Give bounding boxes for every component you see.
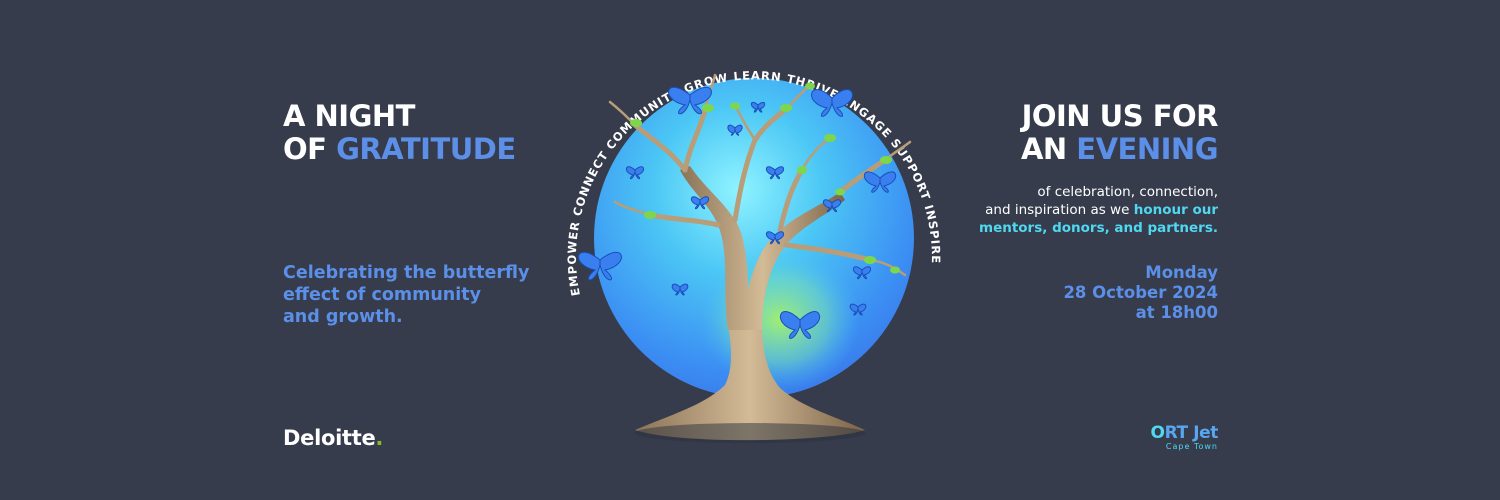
event-subtitle: Celebrating the butterfly effect of comm… bbox=[283, 262, 529, 328]
ort-jet-logo-main: ORT Jet bbox=[1151, 424, 1219, 442]
date-time: at 18h00 bbox=[1135, 303, 1218, 322]
desc-highlight: honour our bbox=[1133, 202, 1218, 218]
ort-logo-rest: RT Jet bbox=[1164, 423, 1219, 443]
deloitte-logo: Deloitte. bbox=[283, 426, 383, 450]
desc-line-2: and inspiration as we honour our bbox=[979, 201, 1218, 219]
title-accent-word: GRATITUDE bbox=[336, 132, 516, 166]
butterfly-icon bbox=[779, 311, 821, 339]
butterfly-icon bbox=[727, 124, 743, 136]
butterfly-icon bbox=[766, 231, 784, 245]
deloitte-logo-dot: . bbox=[375, 426, 384, 450]
butterfly-icon bbox=[811, 89, 853, 117]
butterflies bbox=[578, 86, 896, 339]
invite-heading: JOIN US FOR AN EVENING bbox=[1020, 99, 1219, 166]
subtitle-line: effect of community bbox=[283, 285, 482, 305]
heading-line-1: JOIN US FOR bbox=[1021, 99, 1219, 133]
ort-jet-logo: ORT Jet Cape Town bbox=[1151, 424, 1219, 451]
butterfly-icon bbox=[864, 171, 896, 193]
butterfly-icon bbox=[849, 303, 867, 316]
ort-logo-o: O bbox=[1150, 423, 1165, 443]
desc-line-3: mentors, donors, and partners. bbox=[979, 220, 1218, 236]
ort-jet-logo-sub: Cape Town bbox=[1165, 442, 1218, 451]
title-line-2-prefix: OF bbox=[283, 132, 337, 166]
butterfly-icon bbox=[578, 251, 622, 281]
butterfly-icon bbox=[691, 196, 709, 210]
butterfly-icon bbox=[626, 166, 644, 180]
title-line-1: A NIGHT bbox=[283, 99, 415, 133]
heading-accent-word: EVENING bbox=[1076, 132, 1218, 166]
butterfly-icon bbox=[668, 86, 712, 115]
invite-description: of celebration, connection, and inspirat… bbox=[979, 183, 1218, 237]
butterfly-icon bbox=[750, 101, 766, 113]
butterfly-icon bbox=[671, 283, 689, 296]
desc-line-2-prefix: and inspiration as we bbox=[985, 202, 1134, 218]
date-day: Monday bbox=[1145, 263, 1218, 282]
event-date: Monday 28 October 2024 at 18h00 bbox=[1063, 263, 1218, 323]
subtitle-line: Celebrating the butterfly bbox=[283, 263, 530, 283]
tree-globe-illustration: EMPOWER CONNECT COMMUNITY GROW LEARN THR… bbox=[565, 68, 942, 443]
heading-line-2: AN EVENING bbox=[1020, 132, 1219, 166]
date-full: 28 October 2024 bbox=[1063, 283, 1218, 302]
deloitte-logo-text: Deloitte bbox=[283, 426, 376, 450]
subtitle-line: and growth. bbox=[283, 307, 403, 327]
butterfly-icon bbox=[766, 166, 784, 180]
heading-line-2-prefix: AN bbox=[1020, 132, 1077, 166]
globe-glow bbox=[700, 250, 860, 390]
tree-roots bbox=[635, 320, 865, 441]
tree-trunk bbox=[680, 166, 845, 330]
leaves bbox=[630, 82, 900, 274]
desc-line-1: of celebration, connection, bbox=[1037, 184, 1218, 200]
event-title: A NIGHT OF GRATITUDE bbox=[283, 100, 516, 166]
title-line-2: OF GRATITUDE bbox=[283, 133, 516, 166]
butterfly-icon bbox=[823, 199, 841, 213]
butterfly-icon bbox=[853, 266, 871, 280]
